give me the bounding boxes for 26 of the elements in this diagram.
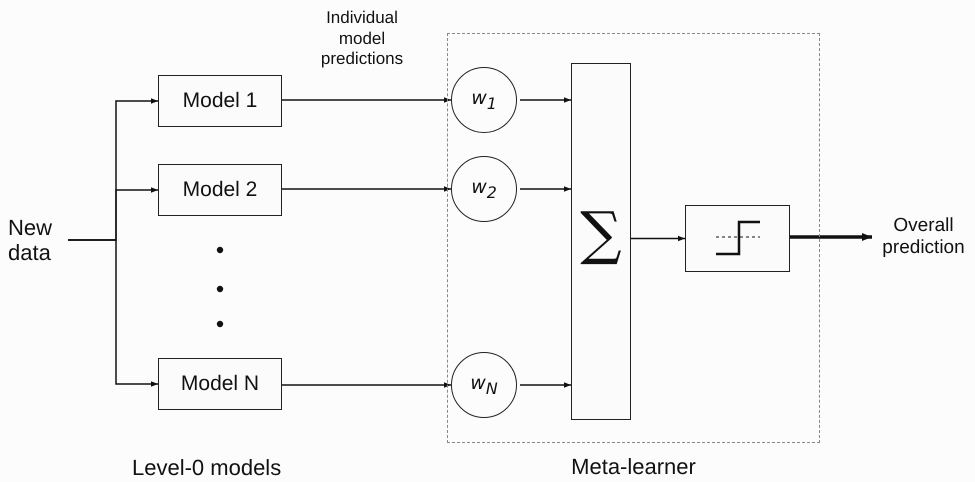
arrow <box>520 186 571 192</box>
weight-symbol: w$_{1}$ <box>471 87 497 113</box>
process-box <box>158 75 282 127</box>
input-label: New data <box>8 214 54 266</box>
output-label: Overall prediction <box>881 215 966 259</box>
arrow <box>282 97 451 103</box>
model-label: Model N <box>180 372 260 396</box>
arrow <box>282 186 451 192</box>
arrow <box>520 382 571 388</box>
process-box <box>158 358 282 410</box>
sum-box <box>571 63 631 420</box>
step-function-box <box>685 205 790 272</box>
arrow <box>631 236 685 242</box>
group-heading: Level-0 models <box>132 455 282 481</box>
arrow <box>68 239 158 387</box>
group-heading: Meta-learner <box>571 454 696 480</box>
model-label: Model 2 <box>182 178 258 202</box>
arrow <box>520 97 571 103</box>
edge-label: Individual model predictions <box>320 8 404 70</box>
arrow <box>282 382 451 388</box>
model-label: Model 1 <box>182 89 258 113</box>
process-box <box>158 164 282 216</box>
arrow <box>790 233 872 241</box>
sum-symbol: ∑ <box>580 199 622 267</box>
weight-symbol: w$_{2}$ <box>471 176 497 202</box>
weight-symbol: w$_{N}$ <box>470 372 498 398</box>
